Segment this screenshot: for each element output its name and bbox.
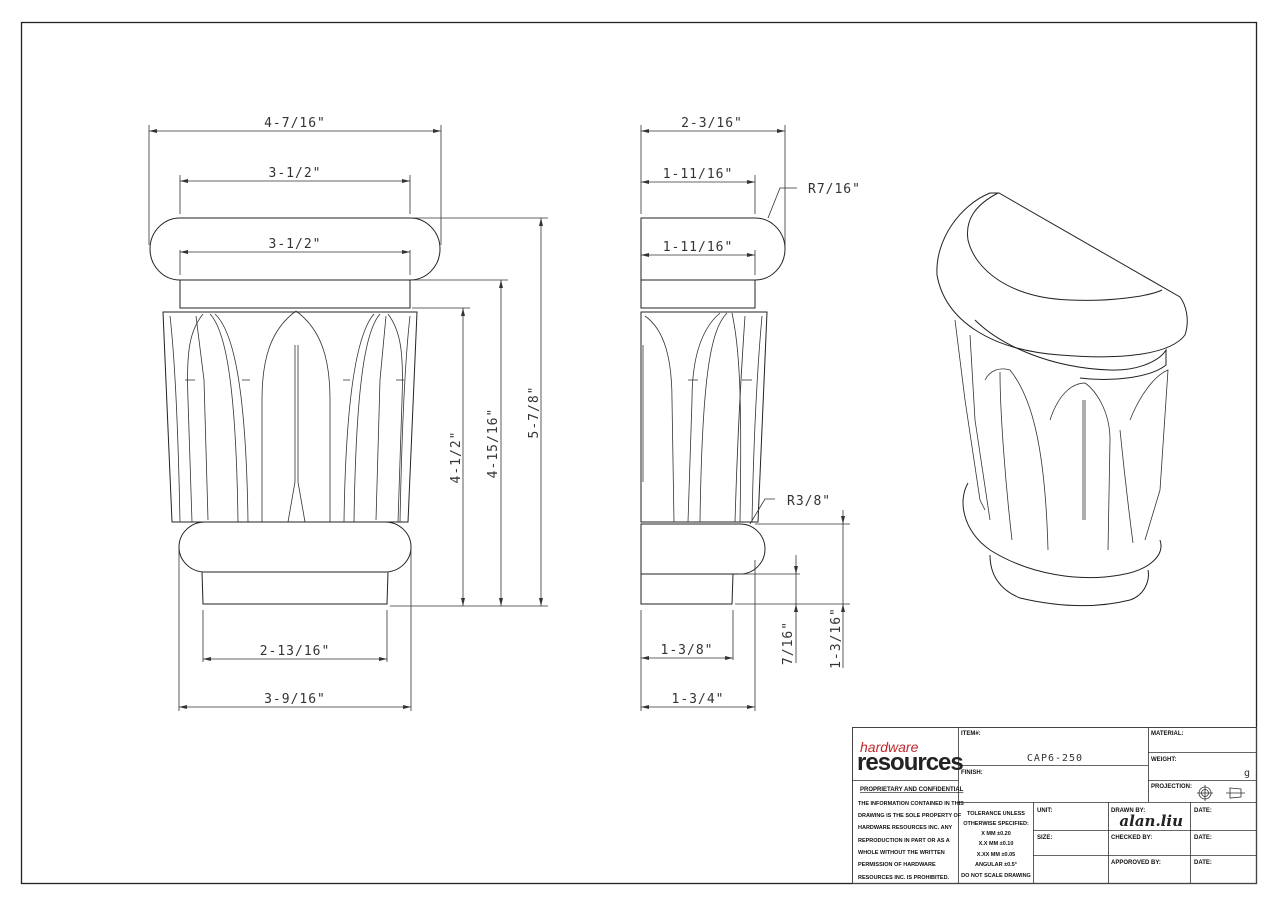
dim-overall-height: 5-7/8" xyxy=(527,386,542,439)
truncated-cone-icon xyxy=(1226,787,1245,799)
dim-base-inner-width: 2-13/16" xyxy=(260,644,331,659)
tolerance-line: OTHERWISE SPECIFIED: xyxy=(963,821,1029,827)
dim-top-depth-upper: 1-11/16" xyxy=(663,167,734,182)
proprietary-line: DRAWING IS THE SOLE PROPERTY OF xyxy=(858,813,962,819)
proprietary-line: WHOLE WITHOUT THE WRITTEN xyxy=(858,850,945,856)
dim-top-width-lower: 3-1/2" xyxy=(269,237,322,252)
dim-base-width: 3-9/16" xyxy=(264,692,326,707)
side-view xyxy=(640,217,786,605)
weight-label: WEIGHT: xyxy=(1151,757,1176,763)
front-view-dimensions: 4-7/16" 3-1/2" 3-1/2" 2-13/16" 3-9/16" 4… xyxy=(148,116,548,711)
checked-by-label: CHECKED BY: xyxy=(1111,835,1152,841)
weight-unit: g xyxy=(1244,768,1251,779)
drawn-by-label: DRAWN BY: xyxy=(1111,808,1145,814)
unit-label: UNIT: xyxy=(1037,808,1052,814)
dim-overall-width: 4-7/16" xyxy=(264,116,326,131)
tolerance-line: ANGULAR ±0.5° xyxy=(975,862,1017,868)
tolerance-line: X.XX MM ±0.05 xyxy=(977,852,1015,858)
date-label: DATE: xyxy=(1194,860,1212,866)
tolerance-line: X.X MM ±0.10 xyxy=(979,841,1014,847)
dim-base-inner-depth: 1-3/8" xyxy=(661,643,714,658)
proprietary-line: PERMISSION OF HARDWARE xyxy=(858,862,936,868)
title-block: hardware resources PROPRIETARY AND CONFI… xyxy=(852,727,1257,884)
approved-by-label: APPOROVED BY: xyxy=(1111,860,1161,866)
dim-base-depth: 1-3/4" xyxy=(672,692,725,707)
proprietary-line: REPRODUCTION IN PART OR AS A xyxy=(858,838,950,844)
dim-top-width-upper: 3-1/2" xyxy=(269,166,322,181)
date-label: DATE: xyxy=(1194,808,1212,814)
dim-body-height: 4-15/16" xyxy=(486,408,501,479)
logo-resources: resources xyxy=(857,749,963,776)
item-value: CAP6-250 xyxy=(1027,753,1083,764)
tolerance-line: TOLERANCE UNLESS xyxy=(967,811,1025,817)
proprietary-heading: PROPRIETARY AND CONFIDENTIAL xyxy=(860,787,964,793)
dim-base-radius: R3/8" xyxy=(787,494,831,509)
dim-top-depth-lower: 1-11/16" xyxy=(663,240,734,255)
dim-base-height: 1-3/16" xyxy=(829,607,844,669)
drawn-by-signature: alan.liu xyxy=(1119,812,1183,830)
tolerance-line: DO NOT SCALE DRAWING xyxy=(961,873,1031,879)
side-view-dimensions: 2-3/16" 1-11/16" 1-11/16" R7/16" R3/8" 7… xyxy=(640,116,861,711)
dim-top-radius: R7/16" xyxy=(808,182,861,197)
date-label: DATE: xyxy=(1194,835,1212,841)
logo-hardware: hardware xyxy=(860,739,919,755)
dim-leaf-height: 4-1/2" xyxy=(449,431,464,484)
sheet-border xyxy=(20,21,1258,885)
projection-label: PROJECTION: xyxy=(1151,784,1192,790)
dim-plinth-height: 7/16" xyxy=(781,621,796,665)
dim-overall-depth: 2-3/16" xyxy=(681,116,743,131)
front-view xyxy=(149,217,441,605)
proprietary-line: THE INFORMATION CONTAINED IN THIS xyxy=(858,801,964,807)
material-label: MATERIAL: xyxy=(1151,731,1184,737)
proprietary-line: HARDWARE RESOURCES INC. ANY xyxy=(858,825,953,831)
size-label: SIZE: xyxy=(1037,835,1052,841)
item-label: ITEM#: xyxy=(961,731,981,737)
crosshair-circle-icon xyxy=(1197,785,1213,801)
finish-label: FINISH: xyxy=(961,770,983,776)
isometric-view xyxy=(936,192,1188,607)
proprietary-line: RESOURCES INC. IS PROHIBITED. xyxy=(858,875,950,881)
tolerance-line: X MM ±0.20 xyxy=(981,831,1011,837)
